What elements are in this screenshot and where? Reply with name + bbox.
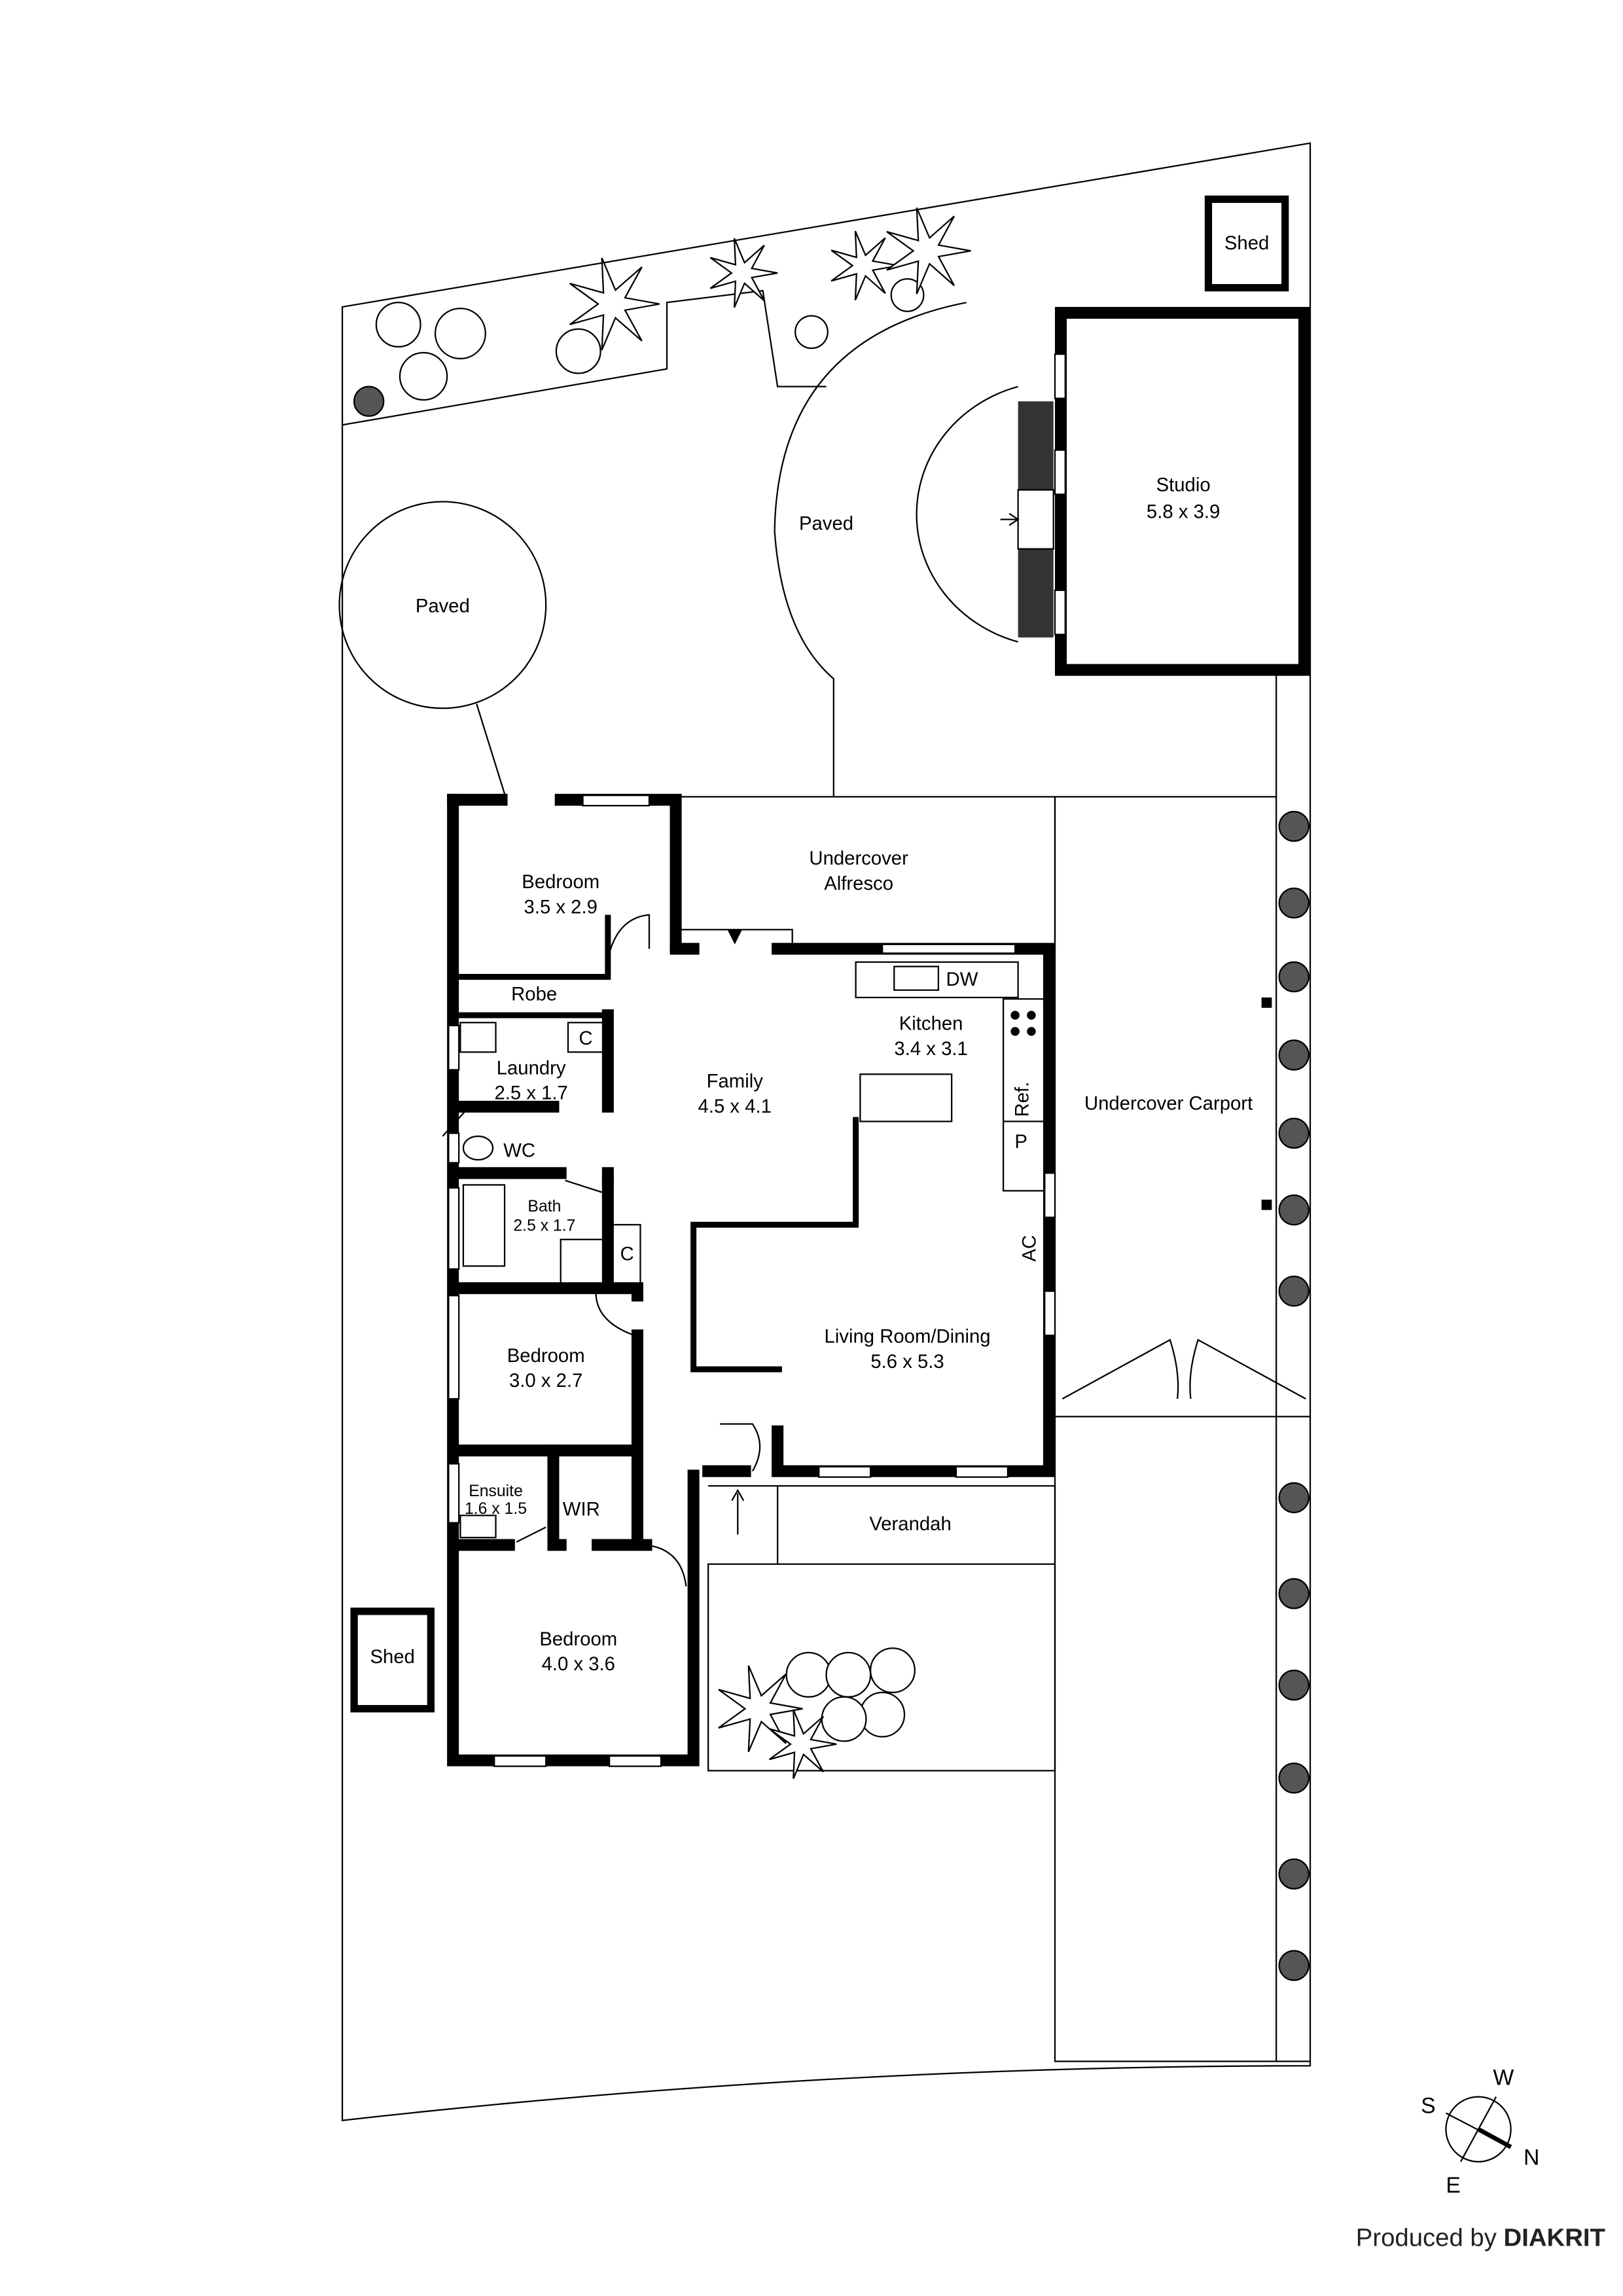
bath-cupboard-label: C	[620, 1243, 634, 1265]
bath-label: Bath	[527, 1198, 561, 1215]
entry-arrow-icon	[1000, 512, 1020, 526]
palm-icon	[768, 1709, 837, 1780]
dishwasher-label: DW	[946, 969, 978, 990]
landscaping	[353, 207, 1310, 1981]
carport-label: Undercover Carport	[1084, 1092, 1253, 1114]
shrub-icon	[353, 386, 385, 417]
kitchen-size: 3.4 x 3.1	[894, 1038, 967, 1060]
garden-bed	[342, 289, 827, 426]
tree-icon	[434, 308, 486, 359]
palm-icon	[830, 230, 899, 301]
tree-icon	[794, 315, 829, 350]
verandah-outline	[707, 1485, 1056, 1772]
tree-icon	[785, 1651, 832, 1698]
shrub-icon	[1278, 1858, 1310, 1890]
carport-outline	[1054, 675, 1311, 2062]
verandah-label: Verandah	[869, 1513, 951, 1535]
compass-n: N	[1524, 2145, 1539, 2170]
tree-icon	[870, 1647, 916, 1694]
shrub-icon	[1278, 888, 1310, 919]
paved-arc	[774, 302, 967, 797]
entry-arrow-icon	[727, 929, 743, 944]
compass-w: W	[1493, 2066, 1514, 2090]
family-size: 4.5 x 4.1	[698, 1096, 772, 1117]
family-label: Family	[707, 1071, 764, 1092]
shrub-icon	[1278, 810, 1310, 842]
bath-size: 2.5 x 1.7	[513, 1217, 575, 1234]
studio-label: Studio	[1156, 475, 1211, 496]
bedroom1-size: 3.5 x 2.9	[524, 897, 597, 918]
shed-top	[1204, 195, 1289, 292]
ensuite-label: Ensuite	[469, 1482, 523, 1500]
robe-label: Robe	[511, 984, 557, 1005]
ac-label: AC	[1019, 1235, 1041, 1262]
carport-gates	[1061, 1338, 1306, 1400]
palm-icon	[569, 257, 660, 351]
palm-icon	[718, 1665, 803, 1752]
laundry-size: 2.5 x 1.7	[494, 1083, 567, 1104]
tree-icon	[890, 278, 925, 312]
paved-semicircle	[916, 386, 1018, 643]
tree-icon	[399, 351, 448, 401]
wc-label: WC	[503, 1140, 535, 1162]
wir-label: WIR	[563, 1498, 600, 1520]
bedroom2-label: Bedroom	[507, 1345, 585, 1367]
alfresco-label-2: Alfresco	[824, 872, 893, 894]
shrub-icon	[1278, 1669, 1310, 1701]
fixtures	[459, 961, 1046, 1539]
alfresco-outline	[675, 796, 1056, 949]
shrub-icon	[1278, 1276, 1310, 1307]
compass-icon: S W N E	[1421, 2066, 1539, 2198]
studio-size: 5.8 x 3.9	[1147, 501, 1220, 522]
bedroom3-size: 4.0 x 3.6	[542, 1653, 615, 1675]
ensuite-size: 1.6 x 1.5	[465, 1500, 527, 1518]
laundry-cupboard-label: C	[579, 1028, 592, 1049]
living-size: 5.6 x 5.3	[870, 1351, 944, 1372]
laundry-label: Laundry	[497, 1057, 566, 1079]
bedroom2-size: 3.0 x 2.7	[509, 1370, 582, 1391]
shrub-icon	[1278, 961, 1310, 993]
paved-center-label: Paved	[799, 512, 853, 534]
shed-bottom	[350, 1607, 435, 1713]
tree-icon	[555, 328, 601, 374]
shrub-icon	[1278, 1762, 1310, 1794]
palm-icon	[886, 207, 971, 295]
palm-icon	[709, 238, 778, 308]
compass-e: E	[1446, 2173, 1461, 2198]
pantry-label: P	[1014, 1131, 1027, 1153]
shed-top-label: Shed	[1224, 232, 1269, 254]
living-label: Living Room/Dining	[825, 1326, 991, 1348]
shed-bottom-label: Shed	[370, 1646, 415, 1668]
shrub-icon	[1278, 1194, 1310, 1226]
shrub-icon	[1278, 1039, 1310, 1071]
tree-icon	[859, 1691, 906, 1738]
compass-s: S	[1421, 2093, 1436, 2118]
shrub-icon	[1278, 1482, 1310, 1513]
bedroom1-label: Bedroom	[522, 871, 599, 893]
windows	[448, 353, 1066, 1767]
lot-boundary	[341, 142, 1311, 2121]
kitchen-label: Kitchen	[899, 1013, 963, 1035]
doors	[442, 914, 761, 1587]
bedroom3-label: Bedroom	[539, 1628, 617, 1650]
shrub-icon	[1278, 1117, 1310, 1149]
shrub-icon	[1278, 1578, 1310, 1609]
fridge-label: Ref.	[1011, 1082, 1033, 1117]
tree-icon	[821, 1696, 867, 1742]
tree-icon	[825, 1651, 872, 1698]
paved-circle	[338, 501, 547, 709]
shrub-icon	[1278, 1950, 1310, 1981]
credit: Produced by DIAKRIT	[1356, 2223, 1605, 2251]
path-line	[476, 704, 506, 795]
paved-left-label: Paved	[416, 596, 470, 617]
alfresco-label: Undercover	[809, 848, 908, 869]
tree-icon	[375, 302, 421, 348]
